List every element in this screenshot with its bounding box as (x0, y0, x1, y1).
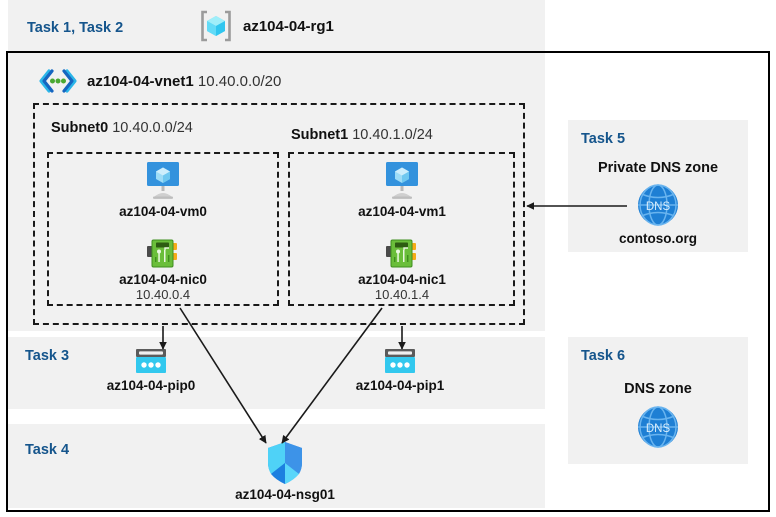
vm0-node[interactable]: az104-04-vm0 (88, 160, 238, 219)
resource-group-header: az104-04-rg1 (198, 8, 334, 44)
subnet1-box (288, 152, 515, 306)
network-security-group-shield-icon (210, 441, 360, 485)
network-interface-icon (327, 238, 477, 270)
resource-group-name: az104-04-rg1 (243, 17, 334, 35)
vm1-label: az104-04-vm1 (358, 204, 446, 219)
task-label-3: Task 3 (25, 348, 70, 364)
nic0-ip: 10.40.0.4 (135, 287, 191, 302)
virtual-network-header: az104-04-vnet1 10.40.0.0/20 (38, 68, 281, 94)
pip0-label: az104-04-pip0 (106, 378, 196, 393)
dns-globe-icon: DNS (583, 183, 733, 227)
virtual-network-name: az104-04-vnet1 (87, 72, 194, 90)
task3-panel (8, 337, 545, 409)
subnet0-name: Subnet0 (51, 120, 109, 136)
task-label-1-2: Task 1, Task 2 (27, 20, 124, 36)
public-ip-address-icon (325, 348, 475, 376)
nic0-label: az104-04-nic0 (119, 272, 207, 287)
subnets-container (33, 103, 525, 325)
pip1-node[interactable]: az104-04-pip1 (325, 348, 475, 393)
vm1-node[interactable]: az104-04-vm1 (327, 160, 477, 219)
nic1-node[interactable]: az104-04-nic1 10.40.1.4 (327, 238, 477, 302)
subnet0-box (47, 152, 279, 306)
subnet0-header: Subnet0 10.40.0.0/24 (51, 120, 193, 136)
subnet1-name: Subnet1 (291, 127, 349, 143)
resource-group-header-panel (8, 0, 545, 51)
dns-globe-icon: DNS (583, 405, 733, 449)
resource-group-cube-icon (198, 8, 234, 44)
vm0-label: az104-04-vm0 (119, 204, 207, 219)
dns-zone-title: DNS zone (624, 381, 692, 397)
nic1-ip: 10.40.1.4 (374, 287, 430, 302)
subnet0-cidr: 10.40.0.0/24 (112, 120, 193, 136)
task-label-5: Task 5 (581, 131, 626, 147)
virtual-machine-icon (327, 160, 477, 202)
pip0-node[interactable]: az104-04-pip0 (76, 348, 226, 393)
public-ip-address-icon (76, 348, 226, 376)
svg-text:DNS: DNS (646, 201, 671, 213)
nic0-node[interactable]: az104-04-nic0 10.40.0.4 (88, 238, 238, 302)
virtual-network-icon (38, 68, 78, 94)
pip1-label: az104-04-pip1 (355, 378, 445, 393)
diagram-outer-border (6, 51, 770, 512)
svg-text:DNS: DNS (646, 423, 671, 435)
nsg-label: az104-04-nsg01 (235, 487, 335, 502)
virtual-network-cidr: 10.40.0.0/20 (197, 72, 282, 90)
private-dns-zone-node[interactable]: DNS contoso.org (583, 183, 733, 246)
subnet1-cidr: 10.40.1.0/24 (352, 127, 433, 143)
network-interface-icon (88, 238, 238, 270)
dns-zone-node[interactable]: DNS (583, 405, 733, 449)
task-label-6: Task 6 (581, 348, 626, 364)
nic1-label: az104-04-nic1 (358, 272, 446, 287)
virtual-machine-icon (88, 160, 238, 202)
virtual-network-panel (8, 53, 545, 331)
task-label-4: Task 4 (25, 442, 70, 458)
private-dns-zone-title: Private DNS zone (597, 160, 719, 176)
subnet1-header: Subnet1 10.40.1.0/24 (291, 127, 433, 143)
virtual-network-header-text: az104-04-vnet1 10.40.0.0/20 (87, 73, 281, 90)
nsg-node[interactable]: az104-04-nsg01 (210, 441, 360, 502)
private-dns-zone-name: contoso.org (619, 231, 697, 246)
